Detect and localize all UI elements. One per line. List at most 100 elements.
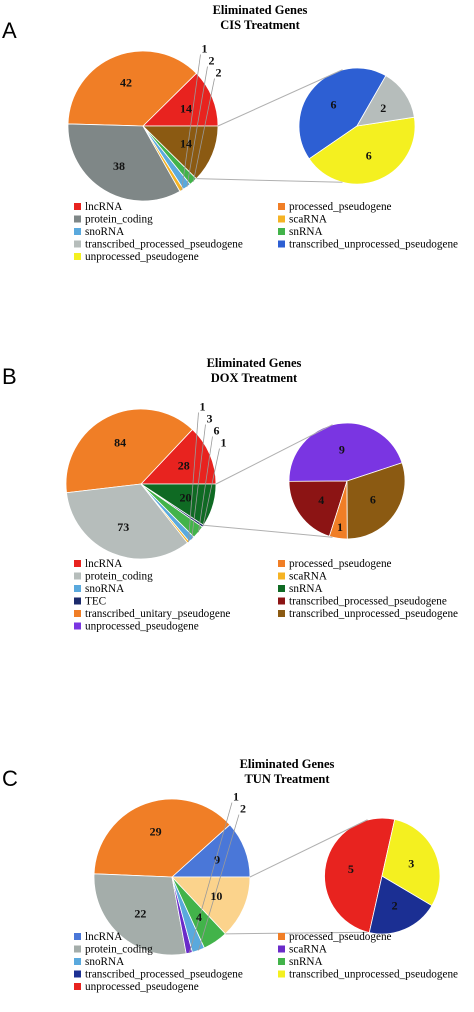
legend-entry: processed_pseudogene <box>289 931 392 943</box>
sub-pie-slice <box>368 875 433 935</box>
slice-label: 20 <box>180 490 192 504</box>
main-pie-slice <box>142 125 219 180</box>
legend-entry: scaRNA <box>289 944 327 956</box>
connector-line <box>203 524 333 538</box>
slice-label: 29 <box>150 825 162 839</box>
legend-entry: transcribed_unprocessed_pseudogene <box>289 969 458 981</box>
panel-letter: A <box>2 18 17 43</box>
legend-entry: transcribed_unprocessed_pseudogene <box>289 608 458 620</box>
main-pie-slice <box>171 876 251 935</box>
legend-swatch <box>278 203 285 210</box>
connector-line <box>225 931 368 935</box>
legend-swatch <box>278 597 285 605</box>
sub-slice-label: 6 <box>370 493 376 507</box>
legend-entry: TEC <box>85 596 106 608</box>
slice-label: 22 <box>134 907 146 921</box>
leader-line <box>202 448 220 527</box>
main-pie-slice <box>67 123 181 202</box>
legend-swatch <box>74 622 81 630</box>
chart-title: Eliminated Genes <box>240 757 335 771</box>
sub-slice-label: 6 <box>331 97 337 111</box>
slice-label: 2 <box>240 802 246 816</box>
legend-entry: snRNA <box>289 226 323 238</box>
legend-swatch <box>278 958 285 965</box>
legend-entry: scaRNA <box>289 214 327 226</box>
slice-label: 42 <box>120 76 132 90</box>
sub-pie-slice <box>288 422 403 482</box>
main-pie-slice <box>66 483 189 560</box>
legend-swatch <box>74 970 81 978</box>
legend-swatch <box>278 610 285 617</box>
legend-entry: processed_pseudogene <box>289 558 392 570</box>
leader-line <box>198 814 240 951</box>
slice-label: 14 <box>180 137 192 151</box>
slice-label: 73 <box>117 520 129 534</box>
slice-label: 1 <box>200 400 206 414</box>
leader-line <box>198 436 213 533</box>
legend-swatch <box>74 253 81 260</box>
legend-swatch <box>74 610 81 617</box>
legend-swatch <box>278 572 285 580</box>
legend-swatch <box>74 933 81 940</box>
sub-pie-slice <box>346 462 406 540</box>
main-pie-slice <box>67 50 197 127</box>
slice-label: 1 <box>221 436 227 450</box>
chart-subtitle: DOX Treatment <box>211 371 298 385</box>
slice-label: 84 <box>114 435 126 449</box>
sub-pie-slice <box>288 480 348 537</box>
slice-label: 1 <box>233 790 239 804</box>
slice-label: 4 <box>196 910 202 924</box>
main-pie-slice <box>93 798 231 878</box>
legend-entry: protein_coding <box>85 944 153 956</box>
chart-title: Eliminated Genes <box>213 3 308 17</box>
slice-label: 38 <box>113 159 125 173</box>
connector-line <box>217 69 343 127</box>
legend-swatch <box>74 983 81 990</box>
legend-swatch <box>74 560 81 567</box>
sub-slice-label: 2 <box>380 101 386 115</box>
slice-label: 14 <box>180 101 192 115</box>
legend-entry: snRNA <box>289 956 323 968</box>
legend-entry: protein_coding <box>85 214 153 226</box>
chart-subtitle: TUN Treatment <box>244 772 330 786</box>
legend-swatch <box>74 597 81 605</box>
legend-entry: snoRNA <box>85 583 124 595</box>
legend-swatch <box>74 572 81 580</box>
slice-label: 2 <box>209 54 215 68</box>
legend-entry: transcribed_unitary_pseudogene <box>85 608 230 620</box>
panel-letter: C <box>2 766 18 791</box>
legend-entry: lncRNA <box>85 201 122 213</box>
legend-entry: protein_coding <box>85 571 153 583</box>
connector-line <box>215 424 333 485</box>
slice-label: 3 <box>207 412 213 426</box>
legend-swatch <box>278 945 285 953</box>
main-pie-slice <box>65 408 194 494</box>
leader-line <box>192 78 215 182</box>
legend-entry: transcribed_processed_pseudogene <box>85 969 243 981</box>
leader-line <box>191 424 206 540</box>
legend-swatch <box>74 215 81 223</box>
slice-label: 9 <box>214 853 220 867</box>
sub-slice-label: 5 <box>348 862 354 876</box>
legend-swatch <box>74 585 81 592</box>
slice-label: 6 <box>214 424 220 438</box>
slice-label: 2 <box>216 66 222 80</box>
legend-swatch <box>74 203 81 210</box>
legend-swatch <box>278 228 285 235</box>
legend-swatch <box>74 228 81 235</box>
sub-pie-slice <box>356 75 415 127</box>
legend-entry: lncRNA <box>85 558 122 570</box>
legend-swatch <box>74 958 81 965</box>
legend-entry: snoRNA <box>85 956 124 968</box>
panel-letter: B <box>2 364 17 389</box>
sub-slice-label: 6 <box>366 149 372 163</box>
leader-line <box>186 66 208 187</box>
leader-line <box>187 412 199 543</box>
slice-label: 10 <box>210 889 222 903</box>
legend-entry: scaRNA <box>289 571 327 583</box>
legend-entry: unprocessed_pseudogene <box>85 251 199 263</box>
sub-pie-slice <box>324 817 396 934</box>
